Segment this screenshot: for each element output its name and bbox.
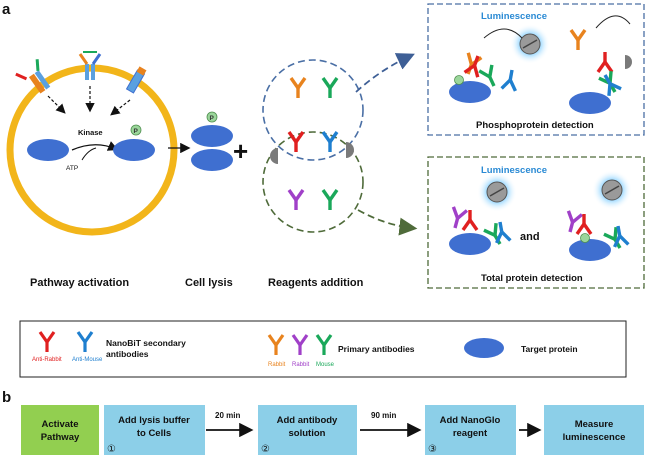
signal-arrow-left [47, 95, 66, 114]
total-box-red-secondary-2 [575, 214, 593, 235]
lysate-phospho-mark: P [210, 115, 215, 122]
step-label-pathway-activation: Pathway activation [30, 277, 129, 289]
arrow-to-total-box [357, 209, 418, 236]
workflow-step-4-line2: reagent [453, 428, 488, 439]
phospho-complex-bound [449, 24, 550, 103]
atp-curve [81, 147, 97, 161]
phosphorylated-protein [113, 139, 155, 161]
workflow-step-2-line2: to Cells [137, 428, 171, 439]
phospho-reagent-circle [262, 59, 364, 161]
total-reagent-circle [262, 131, 364, 233]
phospho-box-red-secondary-2 [596, 52, 614, 73]
workflow-step-2-number: ① [107, 444, 116, 455]
unphosphorylated-protein [27, 139, 69, 161]
legend-target-protein-icon [464, 338, 504, 358]
total-detection-title: Total protein detection [481, 273, 583, 284]
total-box-p-mark [580, 233, 590, 243]
workflow-step-4-number: ③ [428, 444, 437, 455]
reagent-antibodies [287, 77, 339, 210]
total-box-red-secondary [461, 210, 479, 231]
workflow-step-2-line1: Add lysis buffer [118, 415, 190, 426]
total-complex-left [449, 172, 517, 255]
nanobit-large-left-icon [270, 148, 278, 164]
workflow-step-1: Activate Pathway [21, 405, 99, 455]
reagent-green-antibody-top [321, 77, 339, 98]
total-box-purple-primary-2 [566, 210, 584, 233]
workflow-step-3-number: ② [261, 444, 270, 455]
kinase-arrow [71, 141, 119, 151]
phospho-box-green-primary [478, 64, 496, 87]
workflow-step-1-line1: Activate [42, 419, 79, 430]
lysate-protein-bottom [191, 149, 233, 171]
kinase-label: Kinase [78, 128, 103, 137]
nanobit-large-right-icon [346, 142, 354, 158]
phospho-luminescence-label: Luminescence [481, 11, 547, 22]
and-label: and [520, 231, 540, 243]
legend-rabbit-purple-label: Rabbit [292, 362, 310, 368]
workflow-time-90min: 90 min [371, 411, 396, 420]
phospho-complex-unbound [569, 15, 632, 114]
workflow-step-5-line2: luminescence [563, 432, 626, 443]
total-box-luciferase-icon-2 [592, 170, 632, 210]
legend-primary-label: Primary antibodies [338, 344, 415, 354]
workflow-step-4-line1: Add NanoGlo [440, 415, 501, 426]
phospho-box-luciferase-icon [510, 24, 550, 64]
receptor-top-icon [78, 51, 102, 80]
legend-anti-mouse-label: Anti-Mouse [72, 357, 103, 363]
phospho-box-split-luciferase-icon [625, 55, 632, 69]
legend-rabbit-orange-label: Rabbit [268, 362, 286, 368]
phospho-box-orange-primary-2 [569, 29, 587, 50]
lysate-protein-top [191, 125, 233, 147]
total-box-protein-1 [449, 233, 491, 255]
reagent-green-antibody-bottom [321, 189, 339, 210]
panel-a-label: a [2, 1, 11, 18]
linker-line [483, 28, 523, 39]
workflow-step-3-line1: Add antibody [277, 415, 338, 426]
total-box-protein-2 [569, 239, 611, 261]
workflow-time-20min: 20 min [215, 411, 240, 420]
legend-target-label: Target protein [521, 344, 578, 354]
legend-anti-rabbit-label: Anti-Rabbit [32, 357, 62, 363]
phospho-detection-title: Phosphoprotein detection [476, 120, 594, 131]
receptor-right-icon [125, 66, 147, 94]
workflow-step-5: Measure luminescence [544, 405, 644, 455]
legend-mouse-green-label: Mouse [316, 362, 335, 368]
lysate-phospho-icon [206, 111, 218, 123]
reagent-purple-antibody [287, 189, 305, 210]
phospho-group-icon [130, 124, 142, 136]
total-box-blue-secondary-2 [613, 225, 630, 248]
signal-arrow-right [110, 99, 131, 116]
workflow-step-3-line2: solution [289, 428, 326, 439]
plus-sign: + [233, 136, 248, 166]
workflow-step-1-line2: Pathway [41, 432, 80, 443]
total-complex-right [566, 170, 632, 261]
legend-secondary-line1: NanoBiT secondary [106, 338, 186, 348]
phospho-box-p-mark [454, 75, 464, 85]
receptor-left-icon [15, 59, 51, 94]
legend-secondary-line2: antibodies [106, 349, 149, 359]
phospho-box-protein-1 [449, 81, 491, 103]
reagent-blue-secondary [321, 131, 339, 152]
workflow-step-4: Add NanoGlo reagent ③ [425, 405, 516, 455]
phospho-box-blue-secondary [500, 69, 517, 92]
atp-label: ATP [66, 165, 78, 172]
phospho-box-blue-secondary-2 [603, 74, 622, 96]
phospho-box-red-secondary [463, 55, 480, 78]
workflow-step-5-line1: Measure [575, 419, 614, 430]
total-box-purple-primary [451, 206, 469, 229]
reagent-orange-antibody [289, 77, 307, 98]
phospho-box-protein-2 [569, 92, 611, 114]
linker-line [595, 15, 631, 29]
workflow-step-3: Add antibody solution ② [258, 405, 357, 455]
phospho-mark: P [134, 128, 139, 135]
step-label-cell-lysis: Cell lysis [185, 277, 233, 289]
total-box-blue-secondary [495, 221, 512, 244]
reagent-red-secondary [287, 131, 305, 152]
workflow-step-2: Add lysis buffer to Cells ① [104, 405, 205, 455]
step-label-reagents-addition: Reagents addition [268, 277, 364, 289]
total-luminescence-label: Luminescence [481, 165, 547, 176]
panel-b-label: b [2, 389, 11, 406]
arrow-to-phospho-box [355, 53, 415, 93]
total-box-luciferase-icon-1 [477, 172, 517, 212]
